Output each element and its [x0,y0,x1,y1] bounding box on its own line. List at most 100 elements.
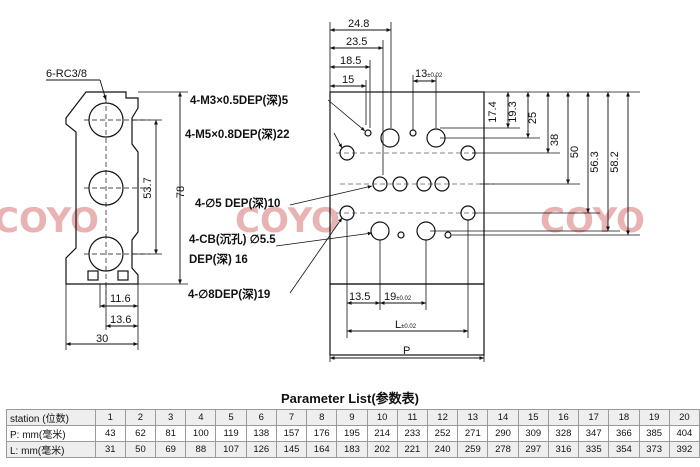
table-cell: 119 [215,425,247,442]
dim-25: 25 [527,112,539,124]
table-cell: 221 [396,441,428,458]
table-cell: 404 [668,425,700,442]
table-cell: 164 [306,441,338,458]
dim-15: 15 [342,74,354,86]
table-cell: 18 [608,409,640,426]
table-cell: 14 [487,409,519,426]
row-label: P: mm(毫米) [6,425,96,442]
table-cell: 385 [638,425,670,442]
dim-24-8: 24.8 [348,18,369,30]
table-cell: 107 [215,441,247,458]
callout-m3: 4-M3×0.5DEP(深)5 [190,93,289,107]
table-cell: 297 [517,441,549,458]
table-cell: 9 [336,409,368,426]
table-cell: 290 [487,425,519,442]
table-cell: 259 [457,441,489,458]
table-cell: 373 [638,441,670,458]
table-cell: 202 [366,441,398,458]
technical-drawing: COYO COYO COYO [0,18,645,362]
table-cell: 10 [366,409,398,426]
table-cell: 252 [426,425,459,442]
dim-53-7: 53.7 [142,177,154,198]
table-cell: 31 [94,441,126,458]
table-cell: 16 [547,409,580,426]
table-cell: 7 [275,409,308,426]
port-callout: 6-RC3/8 [46,68,87,80]
dim-13-5: 13.5 [349,291,370,303]
table-cell: 195 [336,425,368,442]
dim-13: 13±0.02 [415,68,443,80]
top-view [275,22,640,362]
dim-58-2: 58.2 [609,151,621,172]
callout-cb-depth: DEP(深) 16 [189,252,248,266]
row-label: station (位数) [6,409,96,426]
dim-56-3: 56.3 [589,151,601,172]
table-cell: 316 [547,441,580,458]
table-cell: 2 [124,409,157,426]
table-cell: 62 [124,425,157,442]
table-cell: 271 [457,425,489,442]
table-cell: 5 [215,409,247,426]
table-cell: 3 [155,409,187,426]
svg-text:COYO: COYO [235,201,340,241]
table-cell: 183 [336,441,368,458]
table-cell: 392 [668,441,700,458]
callout-m5: 4-M5×0.8DEP(深)22 [185,127,290,141]
dim-18-5: 18.5 [340,55,361,67]
dim-19: 19±0.02 [384,291,412,303]
table-cell: 309 [517,425,549,442]
dim-30: 30 [96,333,108,345]
table-cell: 328 [547,425,580,442]
dim-23-5: 23.5 [346,36,367,48]
dim-11-6: 11.6 [110,293,131,305]
table-cell: 157 [275,425,308,442]
param-table-title: Parameter List(参数表) [281,391,419,406]
table-cell: 138 [245,425,277,442]
table-cell: 19 [638,409,670,426]
dim-19-3: 19.3 [507,101,519,122]
table-cell: 6 [245,409,277,426]
table-cell: 176 [306,425,338,442]
table-cell: 17 [578,409,610,426]
table-cell: 20 [668,409,700,426]
table-cell: 366 [608,425,640,442]
dim-38: 38 [549,134,561,146]
table-cell: 100 [185,425,217,442]
table-cell: 11 [396,409,428,426]
table-cell: 15 [517,409,549,426]
table-cell: 4 [185,409,217,426]
svg-text:COYO: COYO [0,201,99,241]
table-cell: 43 [94,425,126,442]
callout-d8: 4-∅8DEP(深)19 [188,287,270,301]
table-cell: 81 [155,425,187,442]
dim-17-4: 17.4 [487,101,499,122]
dim-78: 78 [175,186,187,198]
table-cell: 335 [578,441,610,458]
table-cell: 1 [94,409,126,426]
table-cell: 8 [306,409,338,426]
table-cell: 88 [185,441,217,458]
table-cell: 214 [366,425,398,442]
table-cell: 145 [275,441,308,458]
table-cell: 347 [578,425,610,442]
side-view [46,79,188,350]
table-cell: 50 [124,441,157,458]
table-cell: 126 [245,441,277,458]
dim-P: P [403,345,410,357]
callout-cb: 4-CB(沉孔) ∅5.5 [189,232,276,246]
row-label: L: mm(毫米) [6,441,96,458]
table-cell: 69 [155,441,187,458]
table-cell: 13 [457,409,489,426]
table-cell: 240 [426,441,459,458]
callout-d5: 4-∅5 DEP(深)10 [195,196,280,210]
table-cell: 233 [396,425,428,442]
dim-13-6: 13.6 [110,314,131,326]
table-cell: 12 [426,409,459,426]
table-cell: 278 [487,441,519,458]
dim-L: L±0.02 [395,319,417,331]
